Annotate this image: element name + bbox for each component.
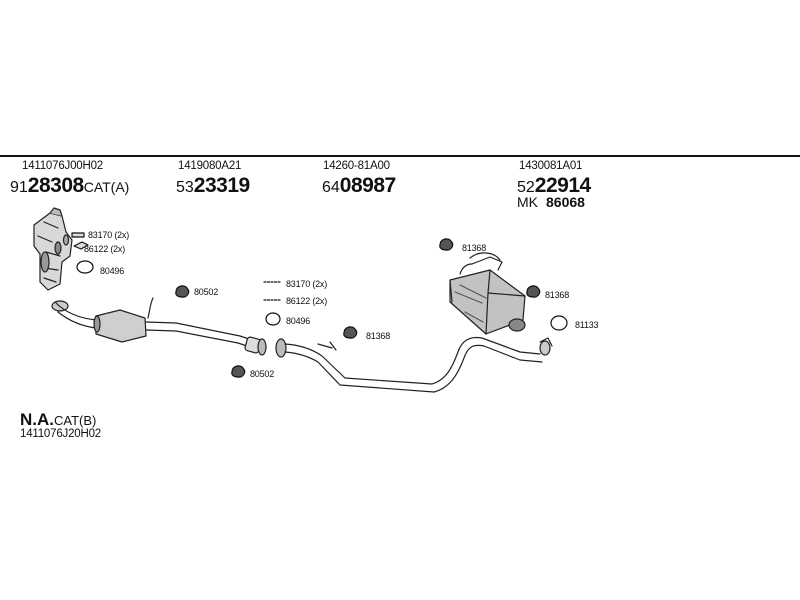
callout-ring-2: 80496: [286, 316, 311, 326]
part-number-4: 1430081A01: [519, 160, 583, 172]
callout-bolt-2: 86122 (2x): [286, 296, 328, 306]
callout-gasket-1: 83170 (2x): [88, 230, 130, 240]
catalog-number-1: 28308: [27, 174, 84, 197]
part-number-3: 14260-81A00: [323, 160, 390, 172]
catalog-prefix-2: 53: [176, 179, 194, 196]
callout-bolt-1: 86122 (2x): [84, 244, 126, 254]
callout-hanger-3: 81368: [366, 331, 391, 341]
part-number-1: 1411076J00H02: [22, 160, 103, 172]
catalog-code-4: 5222914: [517, 175, 591, 196]
catalog-code-2: 5323319: [176, 175, 250, 196]
catalog-code-1: 9128308CAT(A): [10, 175, 129, 196]
cat-b-line: N.A.CAT(B): [20, 410, 96, 430]
mounting-kit-line: MK 86068: [517, 195, 585, 211]
rear-muffler-drawing: [449, 252, 526, 335]
catalog-prefix-1: 91: [10, 179, 28, 196]
catalog-prefix-3: 64: [322, 179, 340, 196]
catalog-number-2: 23319: [193, 174, 250, 197]
callout-gasket-2: 83170 (2x): [286, 279, 328, 289]
callout-hanger-4: 81368: [462, 243, 487, 253]
cat-b-part-number: 1411076J20H02: [20, 428, 101, 440]
hanger-markers: [71, 232, 568, 378]
mounting-kit-label: MK: [517, 194, 538, 210]
callout-ring-1: 80496: [100, 266, 125, 276]
front-pipe-drawing: [51, 297, 267, 356]
callout-hanger-2: 80502: [250, 369, 275, 379]
callout-hanger-1: 80502: [194, 287, 219, 297]
catalog-number-3: 08987: [339, 174, 396, 197]
center-pipe-drawing: [275, 336, 553, 393]
part-number-2: 1419080A21: [178, 160, 242, 172]
catalog-prefix-4: 52: [517, 179, 535, 196]
mounting-kit-code: 86068: [546, 194, 585, 210]
catalog-code-3: 6408987: [322, 175, 396, 196]
header-divider: [0, 155, 800, 157]
catalog-suffix-1: CAT(A): [83, 179, 130, 195]
catalytic-converter-drawing: [33, 207, 73, 291]
catalog-number-4: 22914: [534, 174, 591, 197]
callout-ring-3: 81133: [575, 320, 599, 330]
cat-b-code: N.A.: [20, 410, 54, 429]
cat-b-suffix: CAT(B): [54, 413, 97, 428]
callout-hanger-5: 81368: [545, 290, 570, 300]
